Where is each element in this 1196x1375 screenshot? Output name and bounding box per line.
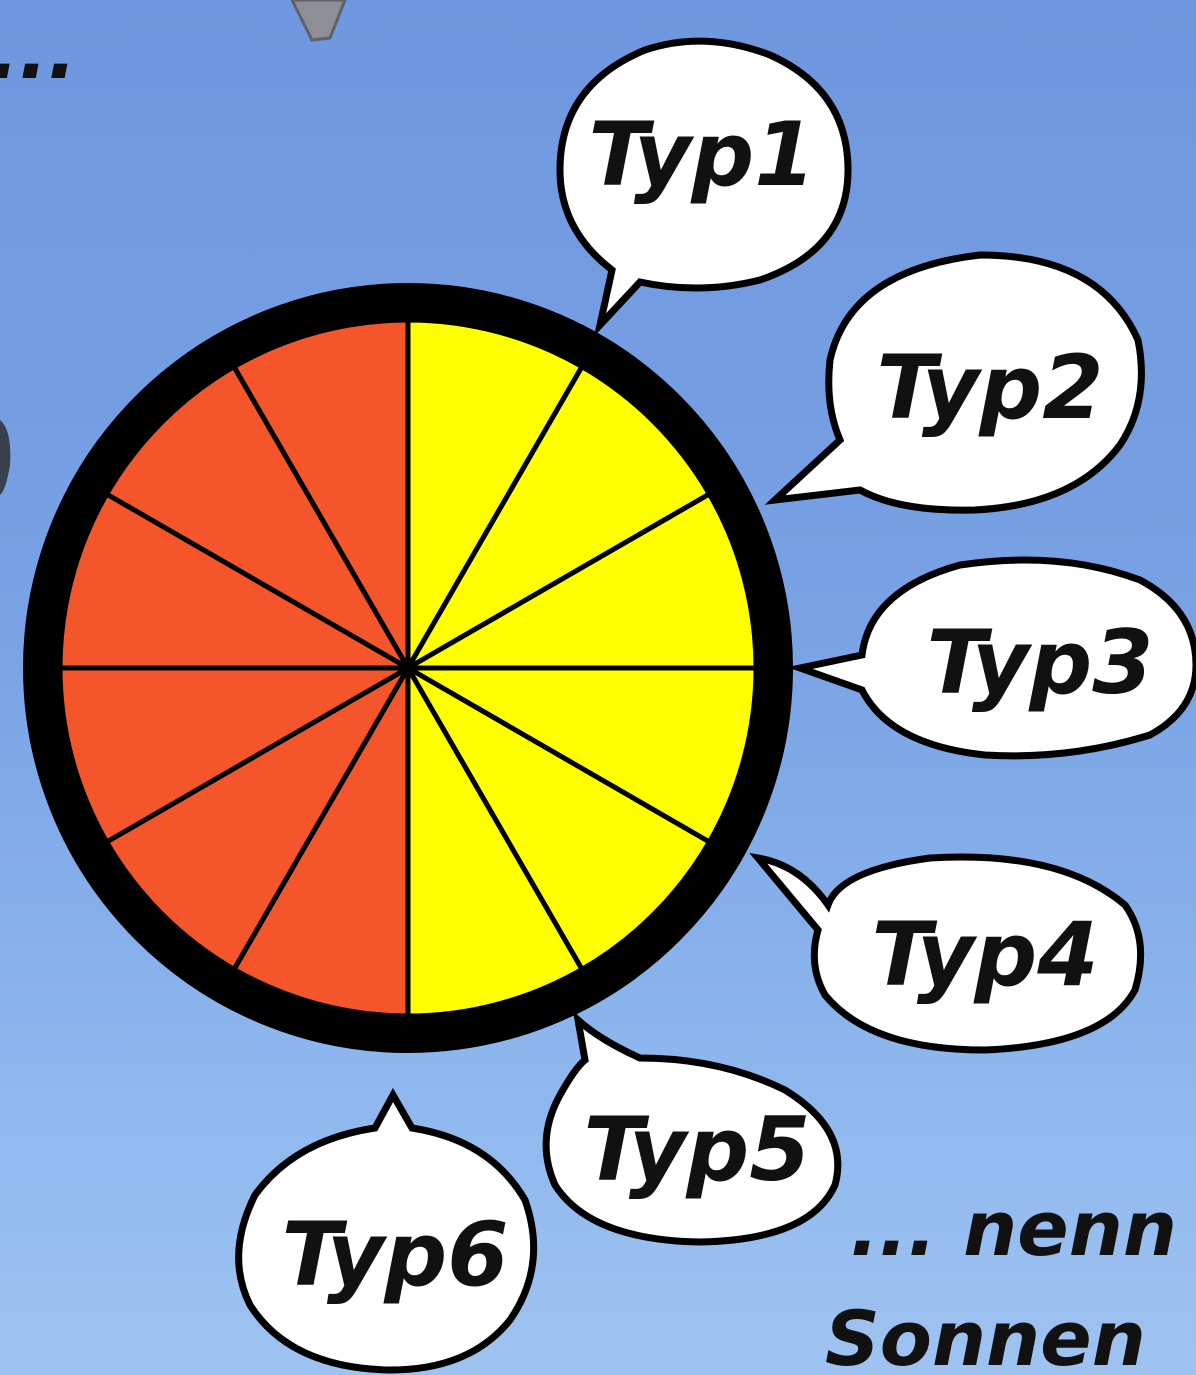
bubble-label: Typ6 [281, 1203, 508, 1306]
bubble-typ5: Typ5 [546, 1020, 838, 1242]
top-text-fragment: ... [0, 7, 77, 96]
bubble-label: Typ2 [876, 336, 1103, 439]
caption-line-2: Sonnen [825, 1294, 1146, 1375]
bubble-typ2: Typ2 [775, 255, 1141, 510]
bubble-typ3: Typ3 [800, 560, 1196, 756]
bubble-label: Typ3 [926, 611, 1153, 714]
caption-line-1: ... nenn [850, 1184, 1177, 1273]
bubble-label: Typ5 [583, 1098, 810, 1201]
bubble-label: Typ4 [871, 903, 1098, 1006]
bubble-typ6: Typ6 [239, 1095, 534, 1370]
cropped-object [292, 0, 345, 40]
wheel-segments [60, 320, 756, 1016]
color-wheel [42, 302, 774, 1034]
bubble-label: Typ1 [588, 103, 815, 206]
bubble-typ4: Typ4 [758, 857, 1141, 1050]
bubble-typ1: Typ1 [560, 41, 848, 325]
left-edge-fragment [0, 420, 10, 495]
